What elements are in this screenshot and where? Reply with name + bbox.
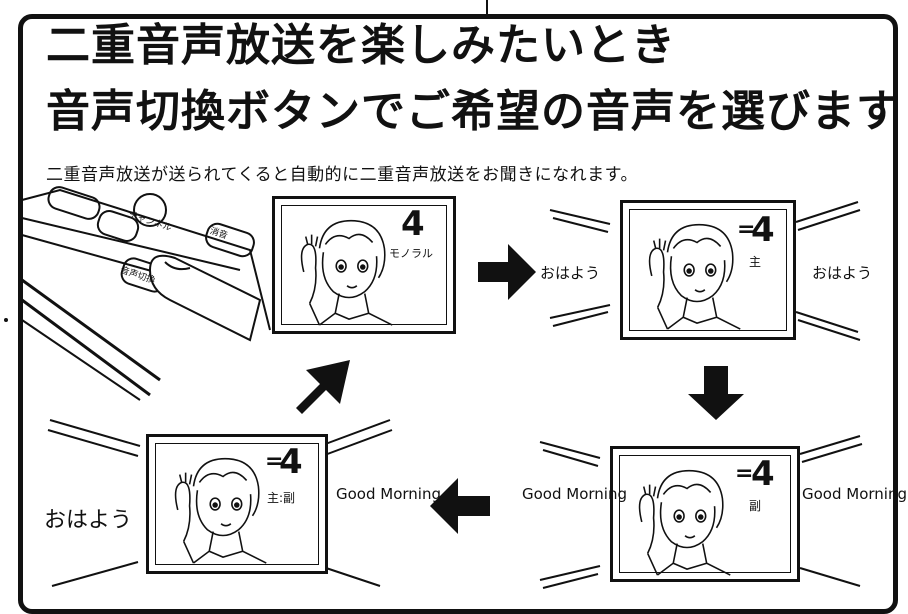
channel-number: 4 [751, 210, 775, 250]
arrow-down-icon [688, 366, 744, 420]
top-tick-mark [486, 0, 488, 16]
speech-right-text: Good Morning [802, 485, 907, 503]
arrow-right-icon [478, 244, 536, 300]
announcer-illustration [638, 469, 732, 576]
dual-audio-indicator: = [735, 461, 754, 486]
arrow-up-right-icon [296, 360, 350, 414]
tv-screen-mono: 4 モノラル [272, 196, 456, 334]
channel-number: 4 [751, 454, 775, 494]
audio-mode-label: 主:副 [267, 491, 296, 505]
tv-screen-main-audio: = 4 主 [620, 200, 796, 340]
arrow-left-icon [430, 478, 490, 534]
heading-line-2: 音声切換ボタンでご希望の音声を選びます [46, 86, 901, 137]
speech-left-text: おはよう [44, 508, 133, 533]
audio-mode-label: モノラル [389, 247, 433, 260]
illustration-layer [21, 186, 863, 589]
flow-arrows [296, 244, 744, 534]
sound-burst-lines-bottom-right [539, 435, 863, 589]
audio-mode-label: 主 [749, 255, 762, 269]
channel-number: 4 [401, 204, 425, 244]
channel-number: 4 [279, 442, 303, 482]
finger-pressing-icon [148, 254, 262, 342]
heading-line-1: 二重音声放送を楽しみたいとき [46, 20, 676, 71]
audio-mode-label: 副 [749, 499, 762, 513]
tv-screen-dual-audio: = 4 主:副 [146, 434, 328, 574]
speech-left-text: おはよう [540, 264, 601, 282]
tv-screen-sub-audio: = 4 副 [610, 446, 800, 582]
speech-right-text: おはよう [812, 264, 873, 282]
announcer-illustration [300, 219, 394, 326]
margin-dot [4, 318, 8, 322]
dual-audio-indicator: = [737, 217, 756, 242]
speech-right-text: Good Morning [336, 485, 441, 503]
speech-left-text: Good Morning [522, 485, 627, 503]
sound-burst-lines-top-right [549, 201, 861, 341]
intro-text: 二重音声放送が送られてくると自動的に二重音声放送をお聞きになれます。 [46, 165, 638, 185]
dual-audio-indicator: = [265, 449, 284, 474]
sound-burst-lines-bottom-left [47, 419, 393, 587]
